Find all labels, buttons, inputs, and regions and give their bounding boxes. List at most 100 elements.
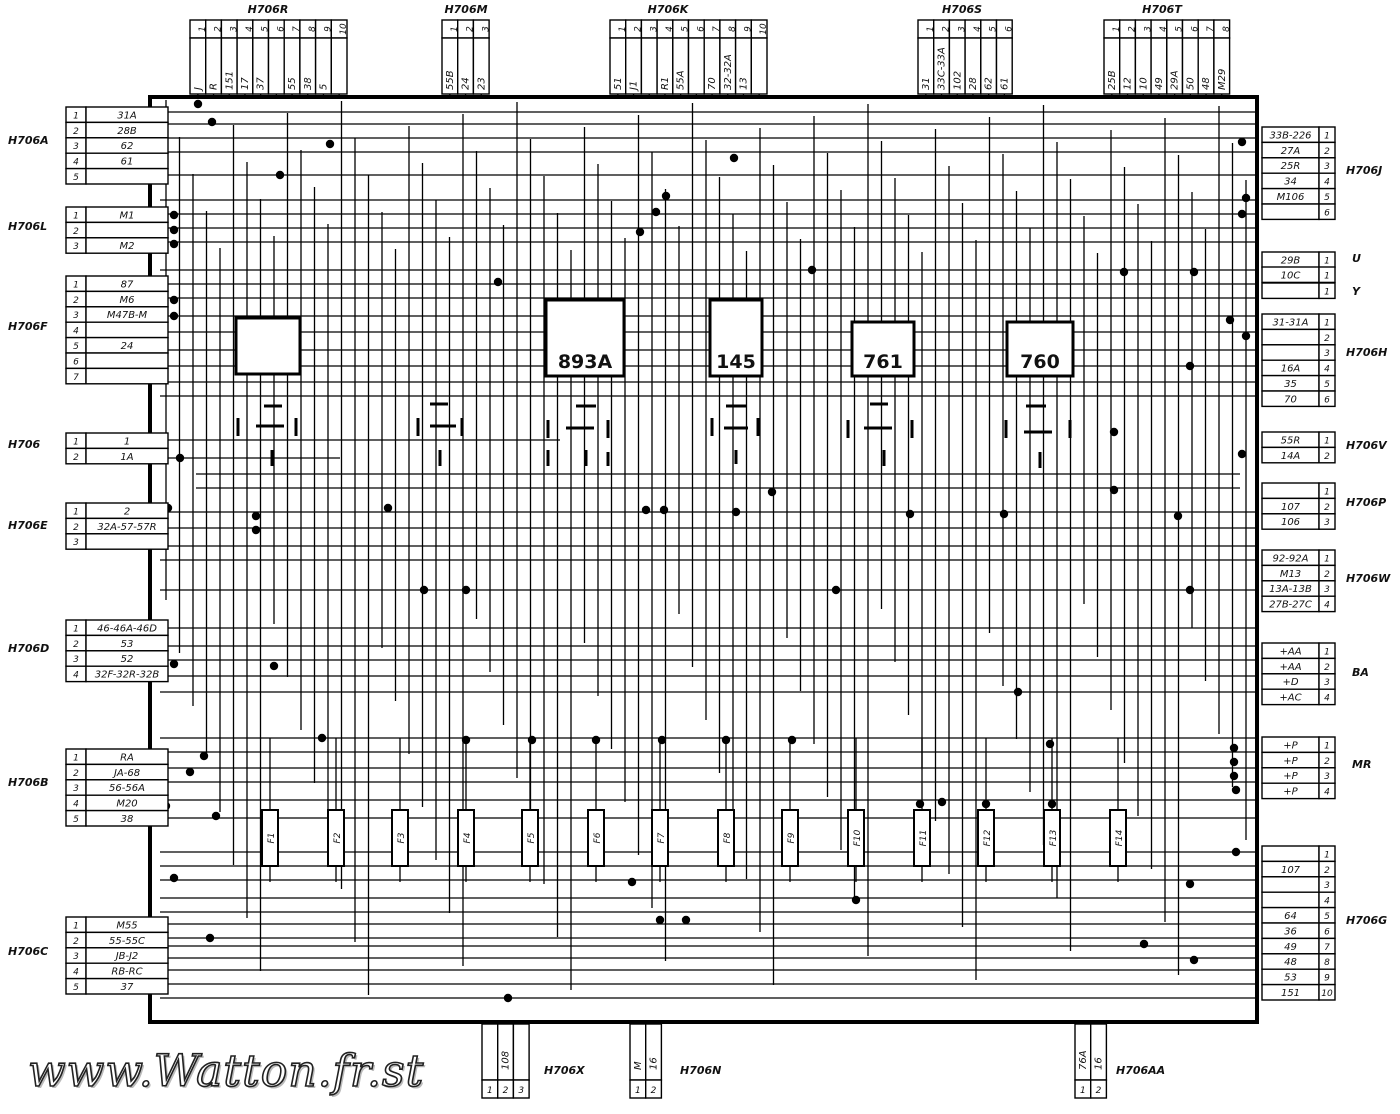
pin-number: 3 bbox=[518, 1086, 524, 1096]
wire-code: 31A bbox=[117, 110, 137, 121]
pin-number: 6 bbox=[1004, 26, 1014, 32]
pin-number: 4 bbox=[1324, 897, 1330, 907]
wire-code: 10C bbox=[1281, 270, 1301, 281]
wire-code: 16 bbox=[1094, 1057, 1105, 1070]
pin-number: 1 bbox=[1324, 271, 1330, 281]
fuse-F10: F10 bbox=[847, 738, 865, 882]
wire-code: R bbox=[209, 83, 220, 90]
wire-code: 17 bbox=[240, 77, 251, 90]
wire-code: 70 bbox=[707, 77, 718, 90]
pin-number: 1 bbox=[73, 624, 79, 634]
wire-code: +D bbox=[1282, 677, 1298, 688]
pin-number: 6 bbox=[73, 357, 79, 367]
pin-number: 3 bbox=[1324, 772, 1330, 782]
fuse-F4: F4 bbox=[457, 738, 475, 882]
fuse-F6: F6 bbox=[587, 738, 605, 882]
pin-number: 2 bbox=[73, 769, 79, 779]
fuse-F1: F1 bbox=[261, 738, 279, 882]
wire-code: 34 bbox=[1284, 177, 1297, 188]
connector-label: H706AA bbox=[1116, 1064, 1165, 1077]
connector-label: H706N bbox=[680, 1064, 721, 1077]
pin-number: 6 bbox=[1324, 208, 1330, 218]
pin-number: 1 bbox=[198, 26, 208, 32]
module-label: 145 bbox=[716, 351, 756, 373]
pin-number: 3 bbox=[649, 26, 659, 32]
fuse-label: F10 bbox=[853, 829, 863, 846]
wire-code: 36 bbox=[1284, 926, 1297, 937]
pin-number: 3 bbox=[73, 311, 79, 321]
wire-code: M6 bbox=[120, 295, 135, 306]
pin-number: 1 bbox=[73, 280, 79, 290]
pin-number: 6 bbox=[1324, 927, 1330, 937]
pin-number: 9 bbox=[323, 26, 333, 32]
wire-code: 55-55C bbox=[109, 936, 145, 947]
wire-code: 27B-27C bbox=[1269, 600, 1312, 611]
connector-label: H706W bbox=[1346, 572, 1391, 585]
pin-number: 5 bbox=[73, 983, 79, 993]
pin-number: 6 bbox=[1324, 395, 1330, 405]
connector-label: H706C bbox=[8, 945, 48, 958]
fuse-F7: F7 bbox=[651, 738, 669, 882]
wire-code: 32F-32R-32B bbox=[95, 670, 160, 681]
pin-number: 1 bbox=[926, 26, 936, 32]
wire-code: 53 bbox=[121, 639, 134, 650]
module-label: 761 bbox=[863, 351, 903, 373]
wire-code: 53 bbox=[1284, 973, 1297, 984]
pin-number: 2 bbox=[1324, 570, 1330, 580]
pin-number: 7 bbox=[292, 26, 302, 32]
fuse-F8: F8 bbox=[717, 738, 735, 882]
wire-code: 61 bbox=[999, 77, 1010, 90]
pin-number: 1 bbox=[1080, 1086, 1086, 1096]
pin-number: 4 bbox=[73, 327, 79, 337]
wire-code: 16 bbox=[649, 1057, 660, 1070]
wire-code: 52 bbox=[121, 654, 134, 665]
pin-number: 7 bbox=[1206, 26, 1216, 32]
pin-number: 3 bbox=[229, 26, 239, 32]
pin-number: 3 bbox=[1143, 26, 1153, 32]
pin-number: 5 bbox=[261, 26, 271, 32]
wire-code: 38 bbox=[303, 77, 314, 90]
pin-number: 2 bbox=[1324, 503, 1330, 513]
wire-code: 32-32A bbox=[723, 54, 734, 90]
wire-code: +AA bbox=[1279, 662, 1301, 673]
pin-number: 10 bbox=[759, 23, 769, 35]
wire-code: 35 bbox=[1284, 379, 1297, 390]
pin-number: 10 bbox=[339, 23, 349, 35]
fuse-label: F3 bbox=[397, 832, 407, 843]
connector-label: H706S bbox=[942, 3, 982, 16]
wire-code: 55R bbox=[1281, 435, 1301, 446]
wire-code: 151 bbox=[1281, 988, 1300, 999]
pin-number: 4 bbox=[1159, 26, 1169, 32]
pin-number: 2 bbox=[1324, 334, 1330, 344]
pin-number: 4 bbox=[73, 968, 79, 978]
wire-code: 76A bbox=[1078, 1050, 1089, 1070]
pin-number: 2 bbox=[73, 453, 79, 463]
pin-number: 1 bbox=[73, 753, 79, 763]
module-blank bbox=[234, 316, 302, 376]
wire-code: 29B bbox=[1281, 255, 1301, 266]
module-760: 760 bbox=[1005, 320, 1075, 378]
wire-code: 31 bbox=[921, 77, 932, 90]
wire-code: 33B-226 bbox=[1269, 130, 1311, 141]
pin-number: 1 bbox=[1324, 554, 1330, 564]
pin-number: 4 bbox=[1324, 788, 1330, 798]
pin-number: 2 bbox=[651, 1086, 657, 1096]
wire-code: 48 bbox=[1284, 957, 1297, 968]
wire-code: 5 bbox=[318, 84, 329, 90]
relay-symbols bbox=[236, 402, 1072, 468]
pin-number: 2 bbox=[73, 937, 79, 947]
pin-number: 2 bbox=[73, 227, 79, 237]
connector-label: H706J bbox=[1346, 164, 1382, 177]
pin-number: 1 bbox=[73, 437, 79, 447]
connector-label: H706F bbox=[8, 320, 48, 333]
